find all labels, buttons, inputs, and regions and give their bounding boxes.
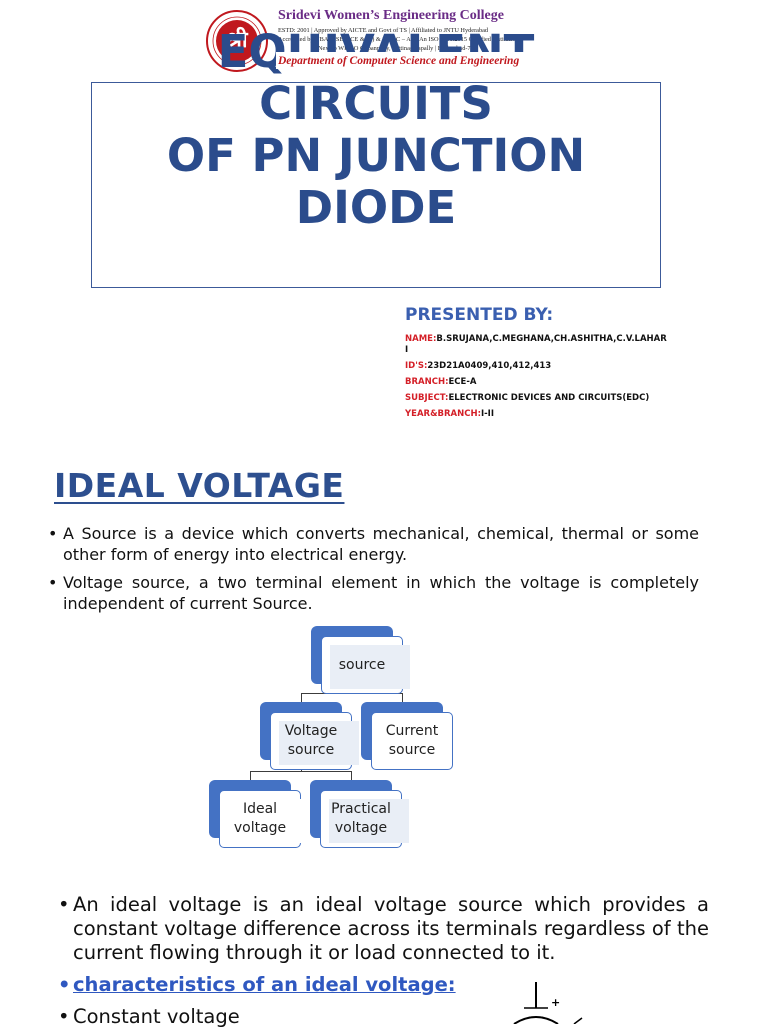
ids-value: 23D21A0409,410,412,413 [427,361,552,371]
ids-label: ID'S: [405,361,428,371]
connector-line [250,771,251,780]
name-value-cont: I [405,345,409,355]
connector-line [250,771,352,772]
plus-sign: + [551,996,561,1009]
title-frame [91,82,661,288]
node-label: source [338,656,386,673]
bullet-icon: • [48,573,58,592]
bullet-source-definition: • A Source is a device which converts me… [48,523,699,565]
node-label: Current source [385,723,439,758]
name-value: B.SRUJANA,C.MEGHANA,CH.ASHITHA,C.V.LAHAR [436,334,667,344]
presenter-year: YEAR&BRANCH:I-II [405,409,494,419]
connector-line [301,762,302,772]
subject-label: SUBJECT: [405,393,449,403]
department-backdrop [276,52,552,69]
title-line-2: CIRCUITS [259,77,493,130]
college-accreditation-line: Accredited by NBA (CSE, ECE & IT) & NAAC… [278,36,519,43]
node-label: Practical voltage [331,801,391,836]
subject-value: ELECTRONIC DEVICES AND CIRCUITS(EDC) [448,393,650,403]
presenter-names: NAME:B.SRUJANA,C.MEGHANA,CH.ASHITHA,C.V.… [405,334,667,344]
node-label: Ideal voltage [233,801,287,836]
connector-line [301,693,403,694]
name-label: NAME: [405,334,437,344]
year-value: I-II [480,409,494,419]
bullet-text: Constant voltage [73,1005,240,1028]
title-line-3: OF PN JUNCTION [166,129,586,182]
bullet-text: An ideal voltage is an ideal voltage sou… [73,893,709,964]
logo-glyph: श्री [226,28,248,53]
node-label: Voltage source [284,723,338,758]
bullet-voltage-source: • Voltage source, a two terminal element… [48,572,699,614]
connector-line [352,684,353,693]
characteristics-link[interactable]: • characteristics of an ideal voltage: [58,973,458,997]
bullet-icon: • [58,893,70,916]
presenter-names-cont: I [405,345,408,355]
voltage-source-symbol: + [500,978,590,1025]
presenter-ids: ID'S:23D21A0409,410,412,413 [405,361,551,371]
branch-label: BRANCH: [405,377,449,387]
college-approval-line: ESTD: 2001 | Approved by AICTE and Govt … [278,27,489,34]
bullet-constant-voltage: • Constant voltage [58,1005,358,1029]
college-name: Sridevi Women’s Engineering College [278,8,504,23]
bullet-icon: • [48,524,58,543]
year-label: YEAR&BRANCH: [405,409,481,419]
title-area: EQUIVALENT CIRCUITS OF PN JUNCTION DIODE [91,0,661,288]
connector-line [301,693,302,702]
bullet-icon: • [58,973,71,996]
department-name: Department of Computer Science and Engin… [278,55,520,67]
bullet-text: Voltage source, a two terminal element i… [63,573,699,613]
bullet-ideal-voltage-definition: • An ideal voltage is an ideal voltage s… [58,893,709,965]
college-address-line: Next to WIPRO Gopanpally, Vattinagulapal… [318,45,474,52]
college-logo: श्री [206,10,268,72]
connector-line [351,771,352,780]
presenter-subject: SUBJECT:ELECTRONIC DEVICES AND CIRCUITS(… [405,393,649,403]
bullet-icon: • [58,1005,70,1028]
bullet-text: A Source is a device which converts mech… [63,524,699,564]
slide-title: EQUIVALENT CIRCUITS OF PN JUNCTION DIODE [91,26,661,234]
presented-by-heading: PRESENTED BY: [405,305,554,325]
logo-emblem-icon [206,10,268,72]
voltage-source-icon [513,982,583,1025]
characteristics-link-text[interactable]: characteristics of an ideal voltage: [73,973,456,996]
section-heading: IDEAL VOLTAGE [54,466,345,505]
branch-value: ECE-A [448,377,477,387]
title-line-4: DIODE [295,181,457,234]
presenter-branch: BRANCH:ECE-A [405,377,476,387]
connector-line [402,693,403,702]
